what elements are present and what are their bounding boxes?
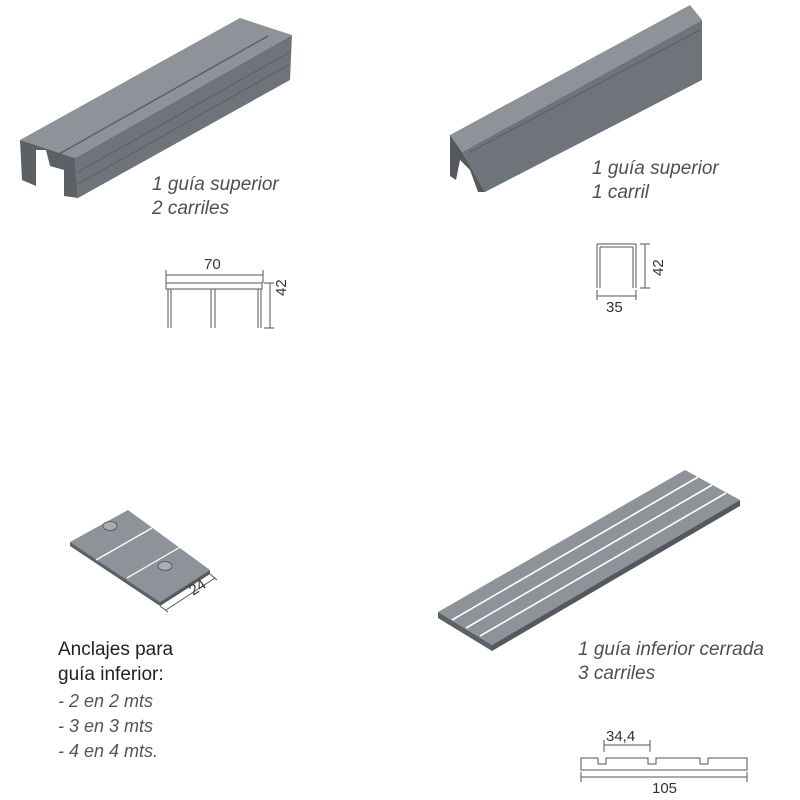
dimension-width-label: 70	[204, 256, 221, 273]
dimension-width-label: 35	[606, 299, 623, 316]
anchor-title-line: guía inferior:	[58, 664, 164, 685]
anchor-title: Anclajes para guía inferior:	[58, 637, 173, 687]
bottom-guide-profile-drawing	[580, 740, 748, 782]
dimension-height-label: 42	[273, 279, 290, 296]
bottom-guide-caption: 1 guía inferior cerrada 3 carriles	[578, 638, 764, 686]
caption-line: 1 guía superior	[152, 174, 279, 195]
list-item: - 4 en 4 mts.	[58, 741, 159, 761]
caption-line: 1 carril	[592, 182, 650, 203]
dimension-height-label: 42	[650, 259, 667, 276]
list-item: - 2 en 2 mts	[58, 691, 154, 711]
double-top-guide-illustration	[20, 18, 292, 198]
caption-line: 3 carriles	[578, 663, 656, 684]
dimension-inner-label: 34,4	[606, 728, 636, 745]
double-top-guide-caption: 1 guía superior 2 carriles	[152, 173, 279, 221]
anchor-quantity-list: - 2 en 2 mts - 3 en 3 mts - 4 en 4 mts.	[58, 689, 158, 764]
anchor-plate-illustration	[70, 510, 218, 613]
caption-line: 2 carriles	[152, 198, 230, 219]
single-top-guide-illustration	[450, 5, 702, 192]
list-item: - 3 en 3 mts	[58, 716, 154, 736]
single-top-guide-caption: 1 guía superior 1 carril	[592, 157, 719, 205]
single-top-guide-profile-drawing	[596, 243, 650, 300]
bottom-guide-illustration	[438, 470, 740, 651]
anchor-title-line: Anclajes para	[58, 639, 174, 660]
caption-line: 1 guía superior	[592, 158, 719, 179]
dimension-total-label: 105	[652, 780, 678, 797]
double-top-guide-profile-drawing	[165, 270, 274, 329]
caption-line: 1 guía inferior cerrada	[578, 639, 764, 660]
